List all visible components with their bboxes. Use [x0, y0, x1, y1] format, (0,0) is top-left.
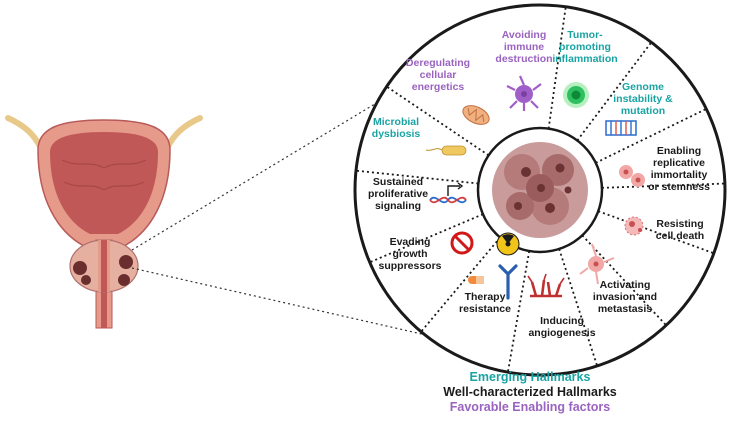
wedge-divider: [420, 236, 501, 333]
immune-cell-icon: [506, 75, 542, 111]
hallmark-label-line: signaling: [375, 200, 421, 212]
wedge-dividers: [355, 6, 725, 373]
wedge-divider: [506, 250, 531, 373]
hallmark-label-line: Therapy: [465, 291, 506, 303]
wedge-divider: [597, 210, 715, 255]
hallmark-label-line: Sustained: [373, 176, 423, 188]
tumor-nodule: [119, 255, 133, 269]
wedge-divider: [547, 6, 567, 129]
inflammation-icon: [563, 82, 589, 108]
hallmark-label-line: growth: [393, 248, 428, 260]
hallmark-label-line: Tumor-: [567, 29, 603, 41]
hallmark-label-line: invasion and: [593, 291, 657, 303]
wedge-divider: [369, 213, 484, 264]
hallmark-label-line: Deregulating: [406, 57, 470, 69]
hallmark-label-line: suppressors: [378, 260, 441, 272]
hallmark-label-line: resistance: [459, 303, 511, 315]
mitochondria-icon: [462, 105, 490, 125]
hallmark-label-line: immune: [504, 41, 544, 53]
hallmark-label-line: angiogenesis: [528, 327, 595, 339]
blood-vessel-icon: [527, 273, 565, 298]
dna-signaling-icon: [429, 182, 467, 204]
radiation-antibody-icon: [468, 232, 520, 300]
hallmark-label-line: Genome: [622, 81, 664, 93]
wedge-divider: [581, 234, 667, 326]
prohibited-icon: [450, 231, 474, 255]
wedge-divider: [601, 182, 725, 189]
hallmark-label-line: Evading: [390, 236, 431, 248]
wedge-divider: [576, 41, 653, 142]
hallmark-label-line: Enabling: [657, 145, 701, 157]
wedge-divider: [595, 108, 707, 164]
hallmark-label-line: Inducing: [540, 315, 584, 327]
tumor-nodule: [73, 261, 87, 275]
bacteria-icon: [425, 145, 467, 156]
hallmark-label-line: mutation: [621, 105, 665, 117]
hallmark-label-line: replicative: [653, 157, 705, 169]
wedge-divider: [386, 85, 490, 157]
zoom-line-bottom: [131, 267, 449, 341]
dividing-cell-icon: [619, 165, 645, 187]
legend-enabling: Favorable Enabling factors: [430, 400, 630, 415]
hallmark-label-line: destruction: [495, 53, 552, 65]
hallmark-label-line: promoting: [559, 41, 611, 53]
legend-well: Well-characterized Hallmarks: [430, 385, 630, 400]
dna-mutation-icon: [605, 120, 637, 136]
hallmark-label-line: Activating: [600, 279, 651, 291]
hallmark-label-line: cell death: [656, 230, 704, 242]
wedge-divider: [558, 248, 599, 367]
hallmark-label-line: metastasis: [598, 303, 652, 315]
tumor-center: [476, 126, 604, 254]
hallmark-label-line: Microbial: [373, 116, 419, 128]
bladder-illustration: [5, 115, 203, 329]
metastasis-icon: [579, 243, 615, 285]
hallmark-label-line: immortality: [651, 169, 708, 181]
hallmark-label-line: proliferative: [368, 188, 428, 200]
apoptosis-icon: [624, 216, 644, 236]
hallmark-label-line: or stemness: [648, 181, 710, 193]
hallmark-label-line: Avoiding: [502, 29, 547, 41]
hallmark-label-line: instability &: [613, 93, 673, 105]
legend-emerging-text: Emerging Hallmarks: [469, 370, 591, 384]
hallmark-label-line: inflammation: [552, 53, 617, 65]
hallmark-label-line: energetics: [412, 81, 465, 93]
legend-enabling-text: Favorable Enabling factors: [449, 400, 611, 414]
legend-well-text: Well-characterized Hallmarks: [443, 385, 617, 399]
hallmark-label-line: dysbiosis: [372, 128, 421, 140]
hallmark-label-line: Resisting: [656, 218, 703, 230]
hallmark-label-line: cellular: [420, 69, 457, 81]
legend-emerging: Emerging Hallmarks: [430, 370, 630, 385]
wedge-divider: [355, 169, 479, 185]
zoom-line-top: [131, 59, 449, 251]
